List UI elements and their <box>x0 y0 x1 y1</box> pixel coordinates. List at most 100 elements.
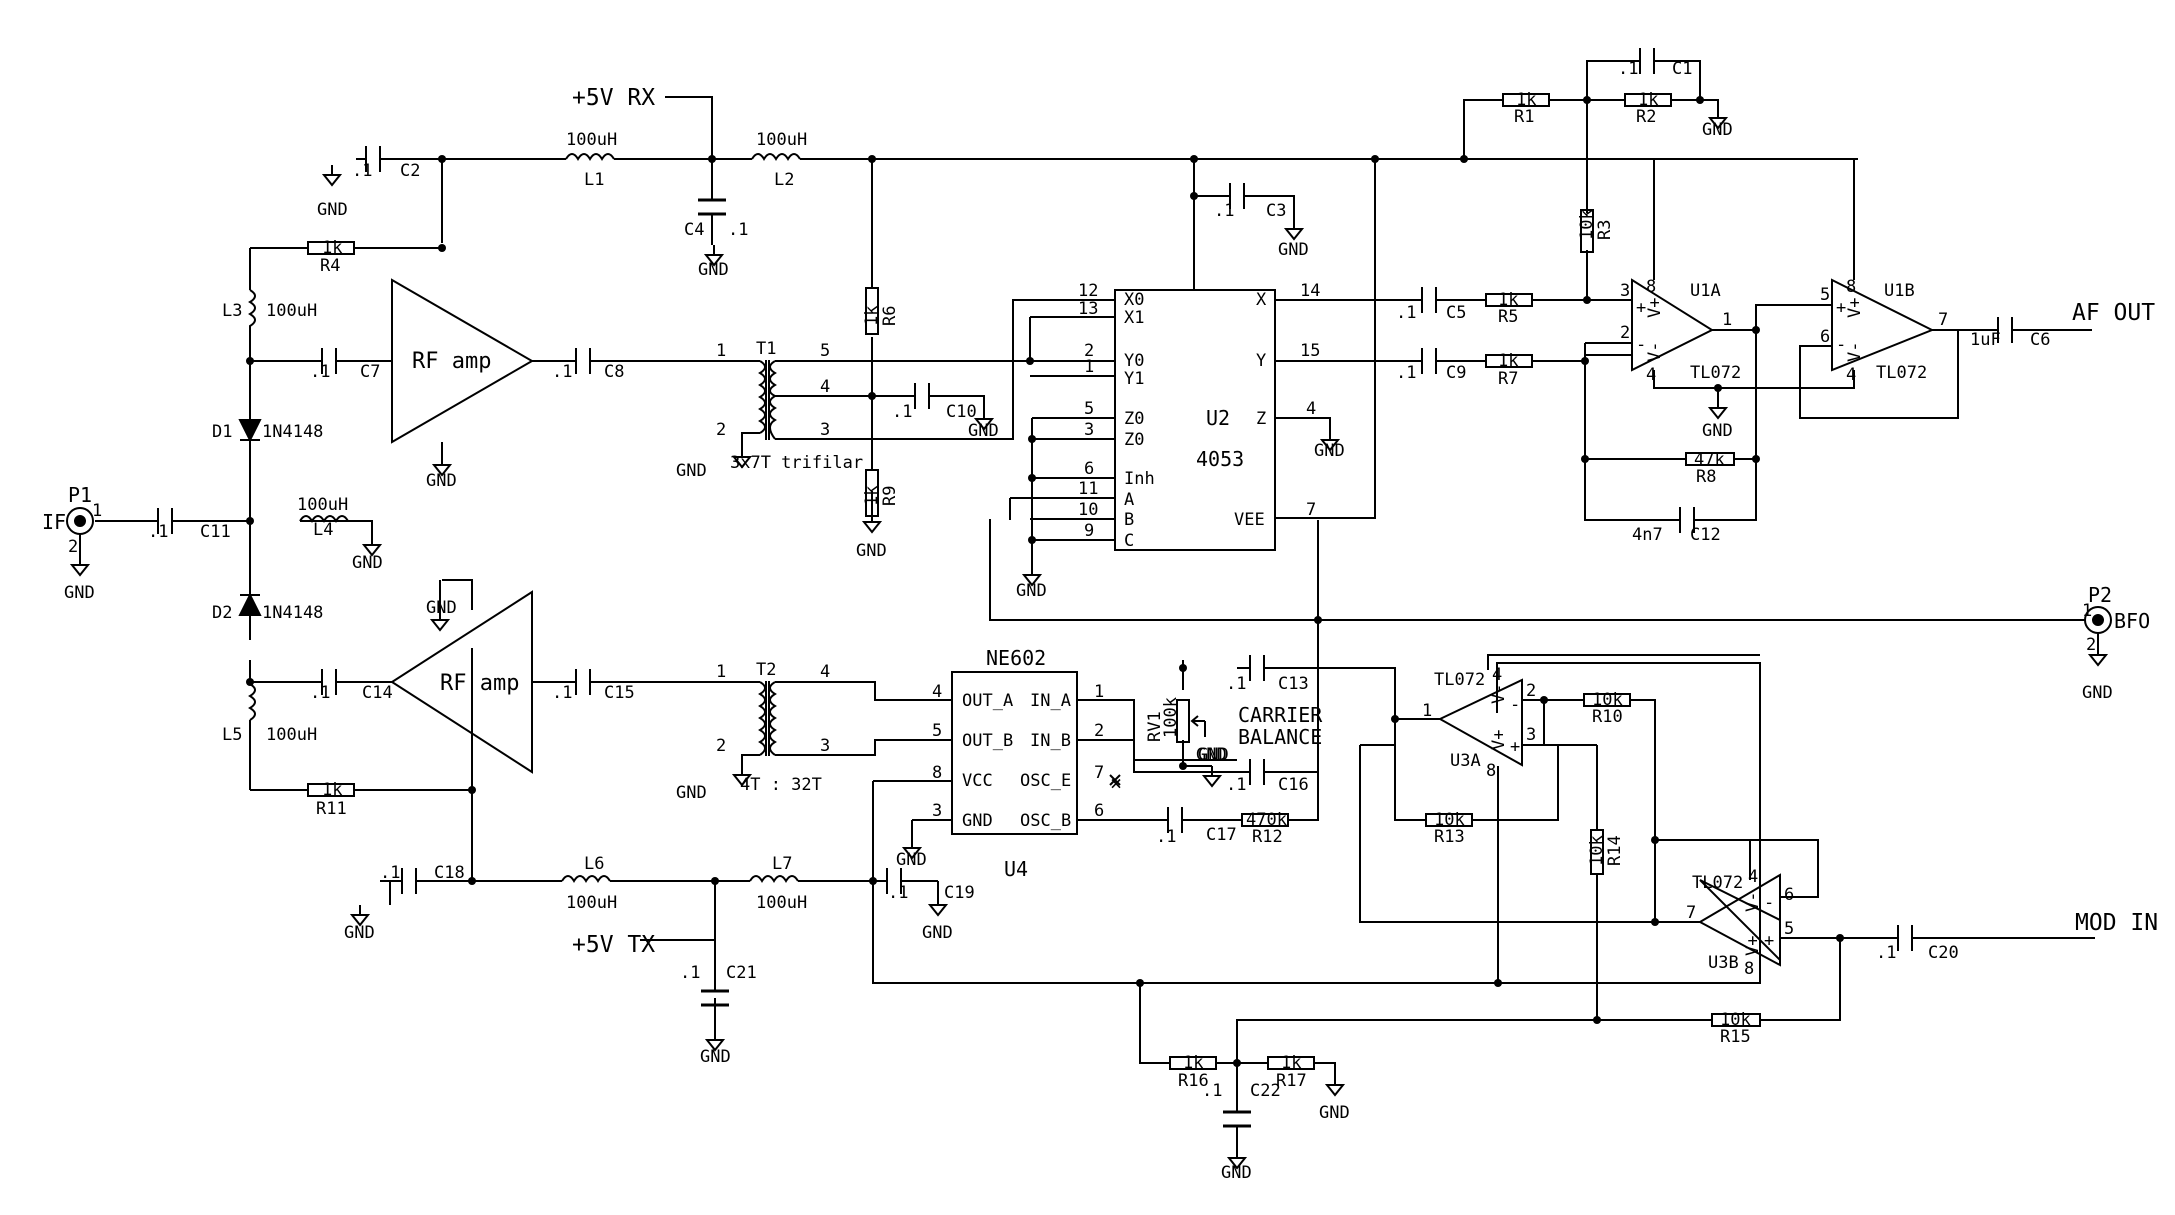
supply-rx-label: +5V RX <box>572 85 655 111</box>
c6-ref: C6 <box>2030 330 2050 350</box>
rf-amp-rx-label: RF amp <box>412 349 491 374</box>
u2-pin3: 3 <box>1084 420 1094 440</box>
u3a-vplus: V+ <box>1489 730 1509 750</box>
u4-out-a: OUT_A <box>962 691 1013 711</box>
c5-value: .1 <box>1396 303 1416 323</box>
c18-ref: C18 <box>434 863 465 883</box>
c2-ref: C2 <box>400 161 420 181</box>
rv1-ref: RV1 <box>1145 711 1165 742</box>
u4-in-b: IN_B <box>1030 731 1071 751</box>
p1-pin2: 2 <box>68 537 78 557</box>
p2-pin2: 2 <box>2086 635 2096 655</box>
r4-ref: R4 <box>320 256 340 276</box>
gnd-label: GND <box>426 471 457 491</box>
u1b-pin6: 6 <box>1820 327 1830 347</box>
component-symbols <box>66 48 2112 1128</box>
r3-ref: R3 <box>1595 220 1615 240</box>
gnd-label: GND <box>922 923 953 943</box>
c10-ref: C10 <box>946 402 977 422</box>
u3a-minus: - <box>1510 695 1520 715</box>
u2-x0: X0 <box>1124 290 1144 310</box>
t2-ref: T2 <box>756 660 776 680</box>
c1-value: .1 <box>1618 59 1638 79</box>
l1-ref: L1 <box>584 170 604 190</box>
u1a-part: TL072 <box>1690 363 1741 383</box>
u3a-ref: U3A <box>1450 751 1481 771</box>
u2-pin12: 12 <box>1078 281 1098 301</box>
c10-value: .1 <box>892 402 912 422</box>
u3b-pin5: 5 <box>1784 919 1794 939</box>
u4-pin5: 5 <box>932 721 942 741</box>
t1-pin4: 4 <box>820 377 830 397</box>
r7-ref: R7 <box>1498 369 1518 389</box>
r15-ref: R15 <box>1720 1027 1751 1047</box>
mod-in-label: MOD IN <box>2075 910 2158 936</box>
u3a-pin8: 8 <box>1486 761 1496 781</box>
c11-value: .1 <box>148 522 168 542</box>
t2-pin3: 3 <box>820 736 830 756</box>
u4-in-a: IN_A <box>1030 691 1071 711</box>
t2-pin1: 1 <box>716 662 726 682</box>
c12-ref: C12 <box>1690 525 1721 545</box>
u4-ref: U4 <box>1004 857 1028 881</box>
u3a-pin1: 1 <box>1422 701 1432 721</box>
r14-value: 10k <box>1587 835 1607 866</box>
l1-value: 100uH <box>566 130 617 150</box>
gnd-label: GND <box>1319 1103 1350 1123</box>
rv1-gnd-label: GND <box>1196 745 1227 765</box>
r1-value: 1k <box>1516 90 1536 110</box>
u3b-pin8: 8 <box>1744 959 1754 979</box>
u1b-ref: U1B <box>1884 281 1915 301</box>
c19-value: .1 <box>888 883 908 903</box>
r13-value: 10k <box>1434 810 1465 830</box>
gnd-label: GND <box>676 461 707 481</box>
u1b-vplus: V+ <box>1845 298 1865 318</box>
c1-ref: C1 <box>1672 59 1692 79</box>
gnd-label: GND <box>426 598 457 618</box>
u1a-pin1: 1 <box>1722 310 1732 330</box>
u4-pin7: 7 <box>1094 763 1104 783</box>
c21-ref: C21 <box>726 963 757 983</box>
gnd-label: GND <box>1702 120 1733 140</box>
u3b-vplus: V+ <box>1743 936 1763 956</box>
gnd-label: GND <box>1221 1163 1252 1183</box>
u1a-minus: - <box>1636 335 1646 355</box>
c8-ref: C8 <box>604 362 624 382</box>
c13-value: .1 <box>1226 674 1246 694</box>
l2-ref: L2 <box>774 170 794 190</box>
u3a-pin3: 3 <box>1526 725 1536 745</box>
u4-part: NE602 <box>986 646 1046 670</box>
u2-pin2: 2 <box>1084 341 1094 361</box>
t1-pin1: 1 <box>716 341 726 361</box>
u1a-vplus: V+ <box>1645 298 1665 318</box>
labels: P1 IF 1 2 P2 BFO 1 2 AF OUT MOD IN +5V R… <box>42 59 2158 1183</box>
c20-value: .1 <box>1876 943 1896 963</box>
c6-value: 1uF <box>1970 330 2001 350</box>
u4-osc-e: OSC_E <box>1020 771 1071 791</box>
l2-value: 100uH <box>756 130 807 150</box>
u2-pin14: 14 <box>1300 281 1320 301</box>
u4-pin8: 8 <box>932 763 942 783</box>
u2-pin9: 9 <box>1084 521 1094 541</box>
u2-pin6: 6 <box>1084 459 1094 479</box>
u3a-vminus: V- <box>1489 684 1509 704</box>
u4-osc-b: OSC_B <box>1020 811 1071 831</box>
gnd-label: GND <box>1278 240 1309 260</box>
t1-pin2: 2 <box>716 420 726 440</box>
c4-ref: C4 <box>684 220 704 240</box>
l6-value: 100uH <box>566 893 617 913</box>
u3b-minus: - <box>1764 893 1774 913</box>
c5-ref: C5 <box>1446 303 1466 323</box>
t2-pin4: 4 <box>820 662 830 682</box>
gnd-label: GND <box>700 1047 731 1067</box>
u2-z0b: Z0 <box>1124 430 1144 450</box>
u2-ref: U2 <box>1206 406 1230 430</box>
u1b-pin7: 7 <box>1938 310 1948 330</box>
r4-value: 1k <box>322 238 342 258</box>
u2-vee: VEE <box>1234 510 1265 530</box>
r16-ref: R16 <box>1178 1071 1209 1091</box>
u2-pin11: 11 <box>1078 479 1098 499</box>
c21-value: .1 <box>680 963 700 983</box>
r17-value: 1k <box>1281 1053 1301 1073</box>
t1-pin5: 5 <box>820 341 830 361</box>
